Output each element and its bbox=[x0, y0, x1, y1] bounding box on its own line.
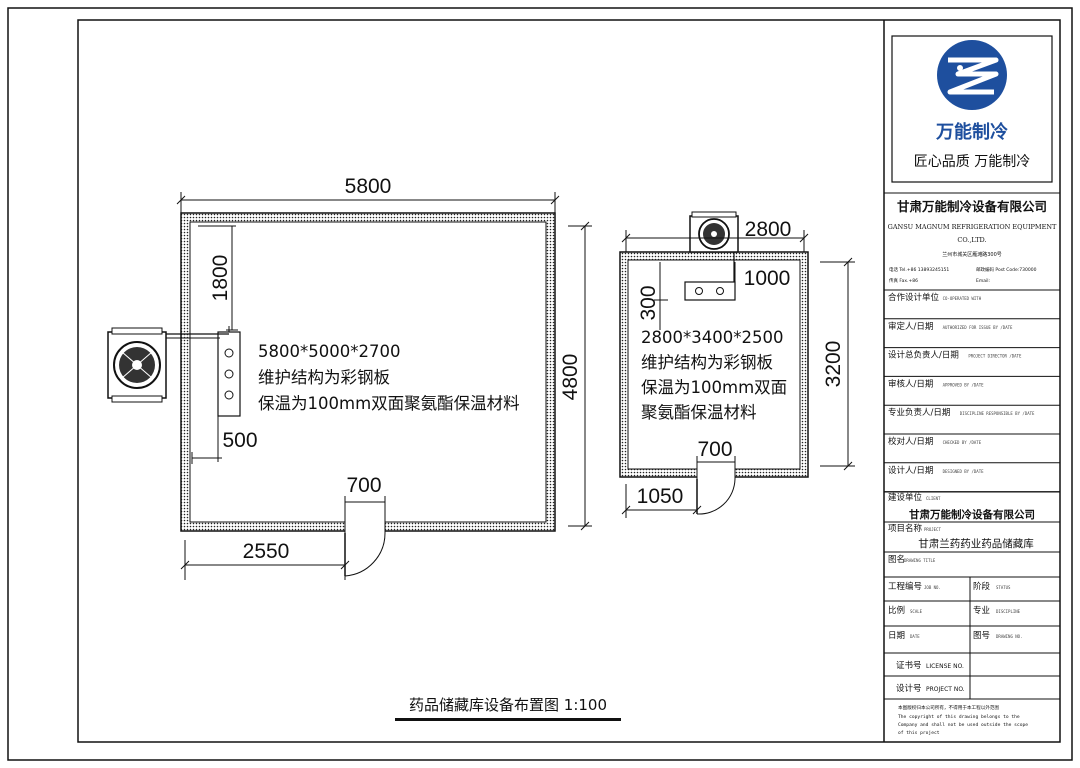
room1-width-dim: 5800 bbox=[345, 175, 392, 198]
signature-row-label: 校对人/日期 bbox=[888, 436, 933, 447]
drawing-title-underline bbox=[395, 718, 621, 721]
contact-post: 邮政编码 Post Code:730000 bbox=[976, 266, 1037, 273]
room1-evap-clear-dim: 500 bbox=[222, 429, 257, 452]
dwg-no-sub: DRAWING NO. bbox=[996, 634, 1023, 639]
company-logo-icon bbox=[937, 40, 1007, 110]
date-label: 日期 bbox=[888, 631, 905, 641]
room1-evap-offset-dim: 1800 bbox=[209, 255, 232, 302]
signature-row-label: 合作设计单位 bbox=[888, 292, 940, 303]
drawing-title: 药品储藏库设备布置图 1:100 bbox=[409, 696, 607, 714]
drawing-title-label: 图名 bbox=[888, 554, 905, 565]
room1-interior bbox=[189, 221, 547, 523]
license-label: 证书号 bbox=[896, 660, 922, 671]
room2-door-offset-dim: 1050 bbox=[637, 485, 684, 508]
design-no-label: 设计号 bbox=[896, 683, 922, 694]
drawing-frame bbox=[77, 19, 1061, 743]
company-slogan: 匠心品质 万能制冷 bbox=[914, 154, 1030, 170]
signature-row-sub: AUTHORIZED FOR ISSUE BY /DATE bbox=[943, 325, 1013, 330]
company-name-cn: 甘肃万能制冷设备有限公司 bbox=[897, 199, 1047, 214]
cold-room-1: 5800 4800 1800 500 700 2550 5800*5000*27… bbox=[107, 175, 592, 580]
client-value: 甘肃万能制冷设备有限公司 bbox=[909, 508, 1035, 521]
room1-note-line: 维护结构为彩钢板 bbox=[258, 368, 390, 387]
copyright-en-2: Company and shall not be used outside th… bbox=[898, 722, 1028, 728]
signature-row-sub: DISCIPLINE RESPONSIBLE BY /DATE bbox=[960, 411, 1035, 416]
logo-text: 万能制冷 bbox=[935, 121, 1008, 143]
signature-row-label: 审定人/日期 bbox=[888, 321, 933, 332]
signature-row-sub: CHECKED BY /DATE bbox=[943, 440, 982, 445]
client-sub: CLIENT bbox=[926, 496, 941, 501]
room1-door-swing bbox=[344, 532, 386, 577]
company-address: 兰州市城关区雁滩路300号 bbox=[942, 251, 1002, 258]
signature-row-label: 审核人/日期 bbox=[888, 378, 933, 389]
room2-note-line: 2800*3400*2500 bbox=[641, 328, 783, 347]
room1-condensing-unit bbox=[107, 327, 167, 403]
room2-evap-len-dim: 1000 bbox=[744, 267, 791, 290]
room1-note-line: 5800*5000*2700 bbox=[258, 342, 400, 361]
room2-width-dim: 2800 bbox=[745, 218, 792, 241]
project-value: 甘肃兰药药业药品储藏库 bbox=[918, 537, 1034, 550]
stage-label: 阶段 bbox=[973, 581, 991, 592]
room2-door-width-dim: 700 bbox=[697, 438, 732, 461]
room2-note-line: 维护结构为彩钢板 bbox=[641, 353, 773, 372]
signature-row-sub: CO-OPERATED WITH bbox=[943, 296, 982, 301]
design-no-sub: PROJECT NO. bbox=[926, 686, 965, 693]
stage-sub: STATUS bbox=[996, 585, 1011, 590]
dwg-no-label: 图号 bbox=[973, 631, 990, 641]
contact-email: Email: bbox=[976, 278, 990, 284]
room1-note-line: 保温为100mm双面聚氨酯保温材料 bbox=[258, 394, 520, 413]
license-sub: LICENSE NO. bbox=[926, 663, 964, 670]
signature-row-label: 专业负责人/日期 bbox=[888, 407, 950, 418]
client-label: 建设单位 bbox=[888, 492, 923, 503]
company-name-en: GANSU MAGNUM REFRIGERATION EQUIPMENT bbox=[888, 223, 1057, 231]
job-no-label: 工程编号 bbox=[888, 581, 922, 592]
drawing-title-sub: DRAWING TITLE bbox=[904, 558, 936, 563]
discipline-sub: DISCIPLINE bbox=[996, 609, 1021, 614]
copyright-en-1: The copyright of this drawing belongs to… bbox=[898, 714, 1020, 720]
room2-note-line: 保温为100mm双面 bbox=[641, 378, 787, 397]
outer-border bbox=[7, 7, 1073, 761]
room1-depth-dim: 4800 bbox=[559, 354, 582, 401]
date-sub: DATE bbox=[910, 634, 920, 639]
cold-room-2: 2800 3200 1000 300 700 1050 2800*3400*25… bbox=[619, 211, 855, 518]
project-sub: PROJECT bbox=[924, 527, 941, 532]
signature-row-label: 设计人/日期 bbox=[888, 465, 933, 476]
room2-note-line: 聚氨酯保温材料 bbox=[641, 403, 757, 422]
room1-door-offset-dim: 2550 bbox=[243, 540, 290, 563]
room2-condensing-unit bbox=[689, 211, 739, 253]
signature-row-sub: APPROVED BY /DATE bbox=[943, 382, 985, 387]
title-block: 万能制冷 匠心品质 万能制冷 甘肃万能制冷设备有限公司 GANSU MAGNUM… bbox=[884, 35, 1060, 736]
copyright-cn: 本图版权归本公司所有，不得用于本工程以外范围 bbox=[898, 704, 999, 711]
signature-row-sub: DESIGNED BY /DATE bbox=[943, 469, 985, 474]
scale-label: 比例 bbox=[888, 605, 905, 616]
room1-door-width-dim: 700 bbox=[346, 474, 381, 497]
room2-door-opening bbox=[697, 467, 735, 479]
room2-depth-dim: 3200 bbox=[822, 341, 845, 388]
copyright-en-3: of this project bbox=[898, 730, 940, 736]
project-label: 项目名称 bbox=[888, 523, 923, 534]
signature-row-sub: PROJECT DIRECTOR /DATE bbox=[968, 354, 1022, 359]
company-name-en-2: CO.,LTD. bbox=[957, 236, 986, 244]
scale-sub: SCALE bbox=[910, 609, 923, 614]
contact-fax: 传真 Fax.+86 bbox=[889, 277, 918, 284]
discipline-label: 专业 bbox=[973, 605, 990, 616]
job-no-sub: JOB NO. bbox=[924, 585, 941, 590]
signature-row-label: 设计总负责人/日期 bbox=[888, 350, 959, 361]
room2-evaporator bbox=[684, 281, 736, 301]
room1-door-opening bbox=[345, 520, 385, 533]
contact-tel: 电话 Tel.+86 13893245151 bbox=[889, 266, 949, 273]
room1-evaporator bbox=[217, 331, 241, 417]
room2-door-swing bbox=[696, 478, 736, 515]
room2-evap-clear-dim: 300 bbox=[637, 285, 660, 320]
